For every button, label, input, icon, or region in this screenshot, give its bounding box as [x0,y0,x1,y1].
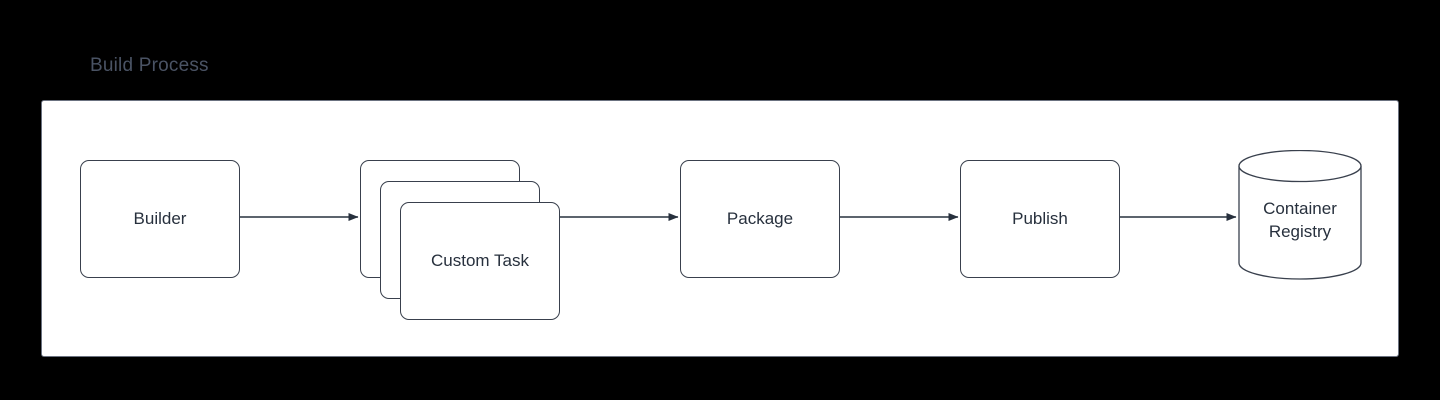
node-container-registry-label: Container Registry [1238,150,1362,280]
node-package-label: Package [726,208,794,228]
cylinder-shape [1238,150,1362,280]
node-publish[interactable]: Publish [960,160,1120,278]
custom-task-card-front[interactable]: Custom Task [400,202,560,320]
diagram-title: Build Process [90,55,209,76]
container-registry-label-line2: Registry [1268,222,1332,241]
node-builder-label: Builder [133,208,187,228]
custom-task-card-front-label: Custom Task [431,251,529,270]
node-container-registry[interactable]: Container Registry [1238,150,1362,280]
node-package[interactable]: Package [680,160,840,278]
container-registry-label-line1: Container [1263,199,1337,219]
node-custom-task-stack[interactable]: Custom Task Custom Task Custom Task [360,160,560,320]
node-builder[interactable]: Builder [80,160,240,278]
node-publish-label: Publish [1012,208,1068,228]
